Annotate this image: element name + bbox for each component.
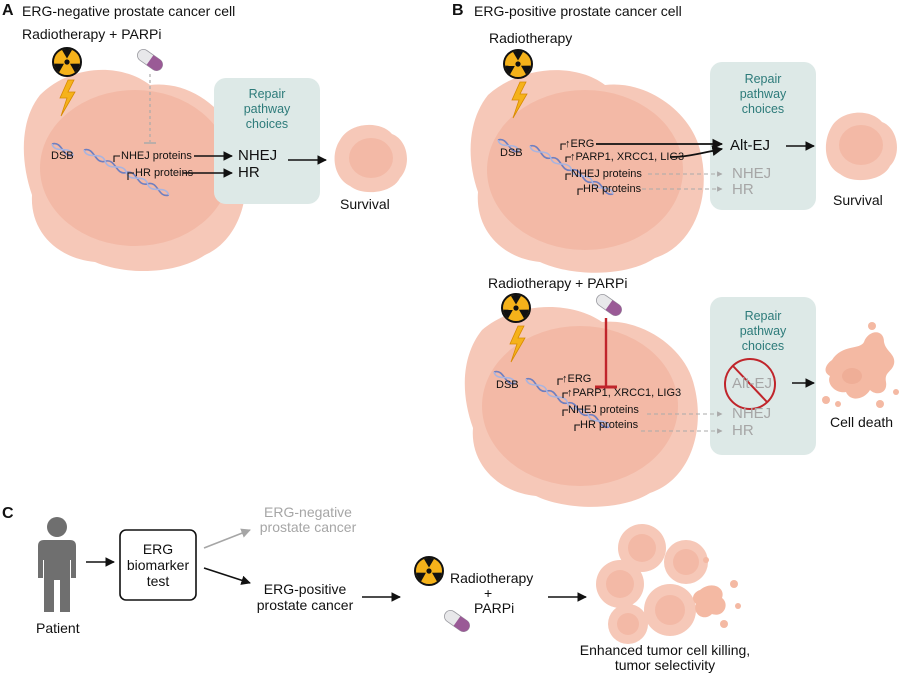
nhej-label-grey: NHEJ <box>732 405 772 422</box>
dsb-label: DSB <box>496 379 519 391</box>
panel-a-treatment: Radiotherapy + PARPi <box>22 26 162 42</box>
arrow-erg-negative <box>203 528 251 549</box>
test-line-3: test <box>146 573 170 589</box>
repair-line-2: pathway <box>739 87 787 101</box>
hr-label-grey: HR <box>732 422 754 439</box>
plus-label: + <box>484 585 493 601</box>
survival-cell-b <box>825 112 897 181</box>
gene-arrow <box>557 378 563 385</box>
repair-line-2: pathway <box>739 324 787 338</box>
panel-b-title: ERG-positive prostate cancer cell <box>474 3 682 19</box>
erg-negative-line-1: ERG-negative <box>264 504 352 520</box>
radiation-icon <box>501 293 531 323</box>
survival-cell-a <box>334 124 407 193</box>
parp-label: ↑PARP1, XRCC1, LIG3 <box>570 151 685 163</box>
dsb-label: DSB <box>51 150 74 162</box>
test-line-1: ERG <box>142 541 174 557</box>
nhej-label-grey: NHEJ <box>732 165 772 182</box>
erg-positive-line-2: prostate cancer <box>256 597 354 613</box>
gene-arrow <box>565 156 571 162</box>
repair-line-3: choices <box>741 339 785 353</box>
repair-line-1: Repair <box>744 72 782 86</box>
repair-box-a <box>214 78 320 204</box>
nhej-label: NHEJ <box>238 147 278 164</box>
erg-label: ↑ERG <box>562 373 592 385</box>
panel-b-top-cell <box>470 70 704 273</box>
panel-letter-a: A <box>2 2 14 19</box>
repair-line-1: Repair <box>744 309 782 323</box>
result-line-1: Enhanced tumor cell killing, <box>579 642 751 658</box>
repair-line-3: choices <box>741 102 785 116</box>
repair-box-b-top-label: Repair pathway choices <box>710 72 816 117</box>
arrow-erg-positive <box>203 567 251 585</box>
panel-b-bottom-cell <box>464 307 698 507</box>
repair-line-2: pathway <box>243 102 291 116</box>
gene-arrow <box>577 188 583 195</box>
pill-icon <box>134 46 166 74</box>
repair-line-1: Repair <box>248 87 286 101</box>
panel-letter-b: B <box>452 2 464 19</box>
pill-icon <box>441 607 473 635</box>
dying-cell <box>822 322 899 408</box>
radiation-icon <box>414 556 444 586</box>
repair-box-a-label: Repair pathway choices <box>214 87 320 132</box>
result-label: Enhanced tumor cell killing, tumor selec… <box>570 643 760 673</box>
hr-label: HR <box>238 164 260 181</box>
erg-label: ↑ERG <box>565 138 595 150</box>
repair-box-b-bottom-label: Repair pathway choices <box>710 309 816 354</box>
survival-label-b: Survival <box>833 192 883 208</box>
gene-arrow <box>574 424 580 431</box>
nhej-proteins-label: NHEJ proteins <box>571 168 642 180</box>
hr-label-grey: HR <box>732 181 754 198</box>
panel-b-bottom-treatment: Radiotherapy + PARPi <box>488 275 628 291</box>
erg-positive-label: ERG-positive prostate cancer <box>240 581 370 613</box>
radiation-icon <box>52 47 82 77</box>
cell-death-label: Cell death <box>830 414 894 430</box>
result-line-2: tumor selectivity <box>614 657 716 673</box>
gene-arrow <box>562 392 568 398</box>
radiotherapy-label: Radiotherapy <box>450 570 534 586</box>
gene-arrow <box>562 409 568 416</box>
survival-label-a: Survival <box>340 196 390 212</box>
radiation-icon <box>503 49 533 79</box>
alt-ej-label: Alt-EJ <box>730 137 771 154</box>
nhej-proteins-label: NHEJ proteins <box>121 150 192 162</box>
erg-negative-label: ERG-negative prostate cancer <box>248 505 368 535</box>
alt-ej-label-grey: Alt-EJ <box>732 375 773 392</box>
biomarker-test-box <box>119 529 197 601</box>
repair-box-b-bottom <box>710 297 816 455</box>
nhej-proteins-label: NHEJ proteins <box>568 404 639 416</box>
person-icon <box>38 517 76 612</box>
dsb-label: DSB <box>500 147 523 159</box>
panel-a-cell <box>23 69 246 272</box>
panel-a-title: ERG-negative prostate cancer cell <box>22 3 236 19</box>
patient-label: Patient <box>36 620 80 636</box>
test-line-2: biomarker <box>126 557 190 573</box>
tumor-cells-cluster <box>596 524 741 644</box>
gene-arrow <box>127 172 134 180</box>
panel-letter-c: C <box>2 505 14 522</box>
repair-line-3: choices <box>245 117 289 131</box>
hr-proteins-label: HR proteins <box>135 167 194 179</box>
parp-label: ↑PARP1, XRCC1, LIG3 <box>567 387 682 399</box>
pill-icon <box>593 291 625 319</box>
dna-icon <box>497 138 520 153</box>
gene-arrow <box>113 155 120 162</box>
biomarker-test-label: ERG biomarker test <box>120 541 196 589</box>
no-symbol-icon <box>724 358 776 410</box>
gene-arrow <box>560 143 566 150</box>
dna-icon <box>493 370 516 385</box>
erg-positive-line-1: ERG-positive <box>263 581 347 597</box>
dna-icon <box>51 142 74 157</box>
repair-box-b-top <box>710 62 816 210</box>
hr-proteins-label: HR proteins <box>583 183 642 195</box>
arrow-parp-altej <box>669 145 724 158</box>
panel-b-top-treatment: Radiotherapy <box>489 30 573 46</box>
gene-arrow <box>565 173 571 180</box>
erg-negative-line-2: prostate cancer <box>259 519 357 535</box>
parpi-label: PARPi <box>474 600 515 616</box>
hr-proteins-label: HR proteins <box>580 419 639 431</box>
